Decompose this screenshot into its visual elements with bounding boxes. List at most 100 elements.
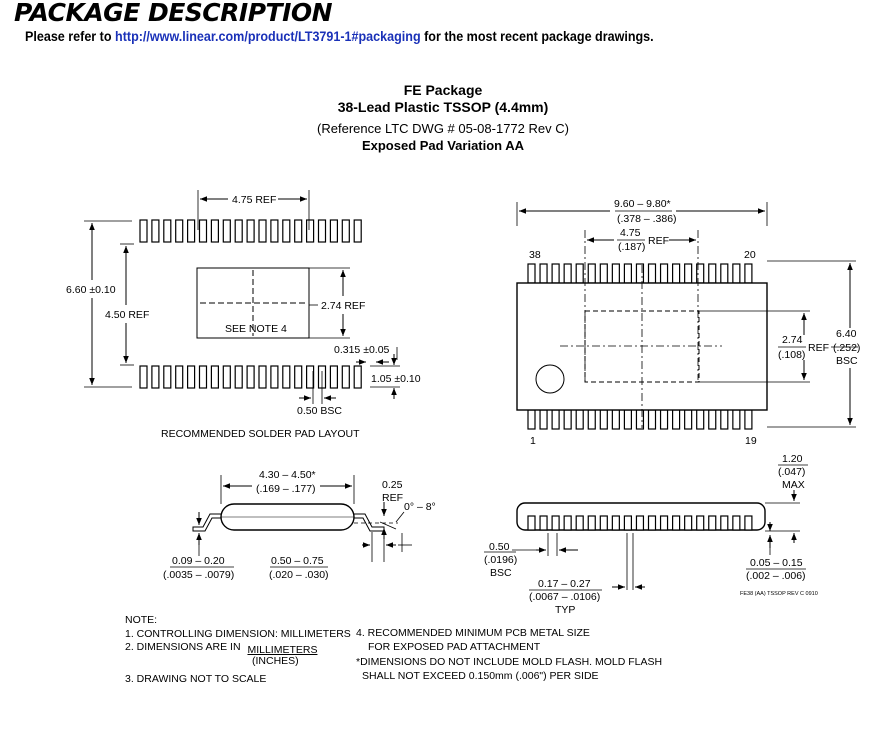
dim-solder-width-ref: 4.75 REF xyxy=(232,194,276,206)
dim-foot-length-mm: 0.50 – 0.75 xyxy=(271,555,324,567)
dim-lead-angle: 0° – 8° xyxy=(404,501,436,513)
package-lead xyxy=(623,263,633,284)
dim-lead-thickness-mm: 0.09 – 0.20 xyxy=(172,555,225,567)
note-2-denominator: (INCHES) xyxy=(252,654,299,667)
solder-pad xyxy=(222,219,231,243)
dim-solder-inner-ref: 4.50 REF xyxy=(105,309,149,321)
solder-pad xyxy=(306,365,315,389)
end-lead xyxy=(684,515,693,531)
end-lead xyxy=(696,515,705,531)
package-lead xyxy=(599,263,608,284)
solder-pad xyxy=(198,365,208,389)
dim-body-length-in: (.378 – .386) xyxy=(617,213,677,225)
dim-pad-length-mm: 4.75 xyxy=(620,227,641,239)
solder-pad xyxy=(353,219,362,243)
solder-pad xyxy=(258,219,267,243)
note-2: 2. DIMENSIONS ARE IN MILLIMETERS xyxy=(125,641,351,656)
side-lead-right xyxy=(354,513,385,532)
drawing-id: FE38 (AA) TSSOP REV C 0910 xyxy=(740,591,818,597)
package-lead xyxy=(611,263,620,284)
dim-max-height-max: MAX xyxy=(782,479,805,491)
solder-pad xyxy=(270,219,279,243)
end-lead xyxy=(587,515,596,531)
dim-lead-thickness-in: (.0035 – .0079) xyxy=(163,569,234,581)
package-lead xyxy=(587,409,596,430)
package-lead xyxy=(623,409,633,430)
solder-pad-layout xyxy=(84,190,400,404)
end-lead xyxy=(659,515,669,531)
solder-pad xyxy=(175,219,184,243)
dim-lead-width-typ: TYP xyxy=(555,604,575,616)
note-1: 1. CONTROLLING DIMENSION: MILLIMETERS xyxy=(125,627,351,640)
dim-body-width-mm: 4.30 – 4.50* xyxy=(259,469,316,481)
solder-pad xyxy=(151,365,160,389)
solder-pad xyxy=(258,365,267,389)
dim-standoff-mm: 0.05 – 0.15 xyxy=(750,557,803,569)
solder-pad xyxy=(329,365,338,389)
package-lead xyxy=(647,409,657,430)
pin-label-38: 38 xyxy=(529,249,541,261)
solder-pad xyxy=(282,365,291,389)
end-lead xyxy=(527,515,536,531)
note-4-line-1: 4. RECOMMENDED MINIMUM PCB METAL SIZE xyxy=(356,627,590,639)
solder-pads-top-row xyxy=(139,219,362,243)
refer-line: Please refer to http://www.linear.com/pr… xyxy=(25,29,654,44)
pin-label-1: 1 xyxy=(530,435,536,447)
solder-pad xyxy=(139,365,148,389)
solder-pad xyxy=(294,365,303,389)
side-lead-left xyxy=(192,513,221,532)
solder-pad xyxy=(163,365,172,389)
package-lead xyxy=(684,263,693,284)
end-lead xyxy=(563,515,572,531)
package-lead xyxy=(551,409,560,430)
note-4-line-2: FOR EXPOSED PAD ATTACHMENT xyxy=(368,640,541,653)
package-lead xyxy=(684,409,693,430)
package-lead xyxy=(563,409,572,430)
package-drawings-link[interactable]: http://www.linear.com/product/LT3791-1#p… xyxy=(115,29,421,44)
dim-width-in: (.252) xyxy=(833,342,860,354)
note-3: 3. DRAWING NOT TO SCALE xyxy=(125,673,267,685)
solder-pad xyxy=(187,219,196,243)
solder-pad xyxy=(246,365,255,389)
solder-pad xyxy=(329,219,338,243)
package-variation: Exposed Pad Variation AA xyxy=(361,138,525,153)
end-lead xyxy=(623,515,633,531)
dim-width-mm: 6.40 xyxy=(836,328,857,340)
dim-end-pitch-bsc: BSC xyxy=(490,567,512,579)
end-lead xyxy=(744,515,753,531)
pin-label-19: 19 xyxy=(745,435,757,447)
end-lead xyxy=(647,515,657,531)
dim-solder-pad-length: 1.05 ±0.10 xyxy=(371,373,421,385)
solder-pad xyxy=(163,219,172,243)
refer-prefix: Please refer to xyxy=(25,29,112,44)
package-lead xyxy=(527,409,536,430)
top-view-upper-leads xyxy=(527,263,753,284)
package-lead xyxy=(575,263,584,284)
dim-lead-width-in: (.0067 – .0106) xyxy=(529,591,600,603)
note-2-numerator: MILLIMETERS xyxy=(247,644,318,656)
dim-exp-pad-in: (.108) xyxy=(778,349,805,361)
package-lead xyxy=(575,409,584,430)
package-lead xyxy=(635,263,645,284)
pin1-indicator xyxy=(535,364,565,394)
refer-suffix: for the most recent package drawings. xyxy=(424,29,654,44)
package-lead xyxy=(744,263,753,284)
notes-left: NOTE: 1. CONTROLLING DIMENSION: MILLIMET… xyxy=(125,614,351,687)
dim-lead-width-mm: 0.17 – 0.27 xyxy=(538,578,591,590)
notes-right: 4. RECOMMENDED MINIMUM PCB METAL SIZE FO… xyxy=(356,627,662,683)
solder-pad xyxy=(341,219,350,243)
package-lead xyxy=(671,409,681,430)
end-lead xyxy=(599,515,608,531)
dim-body-length-mm: 9.60 – 9.80* xyxy=(614,198,671,210)
solder-pad xyxy=(282,219,291,243)
dim-solder-pitch: 0.50 BSC xyxy=(297,405,342,417)
dim-gauge-mm: 0.25 xyxy=(382,479,403,491)
dim-solder-height: 6.60 ±0.10 xyxy=(66,284,116,296)
package-lead xyxy=(635,409,645,430)
exposed-pad-outline xyxy=(196,267,310,339)
solder-pad xyxy=(187,365,196,389)
package-side-view xyxy=(192,475,412,562)
solder-pad xyxy=(210,219,219,243)
